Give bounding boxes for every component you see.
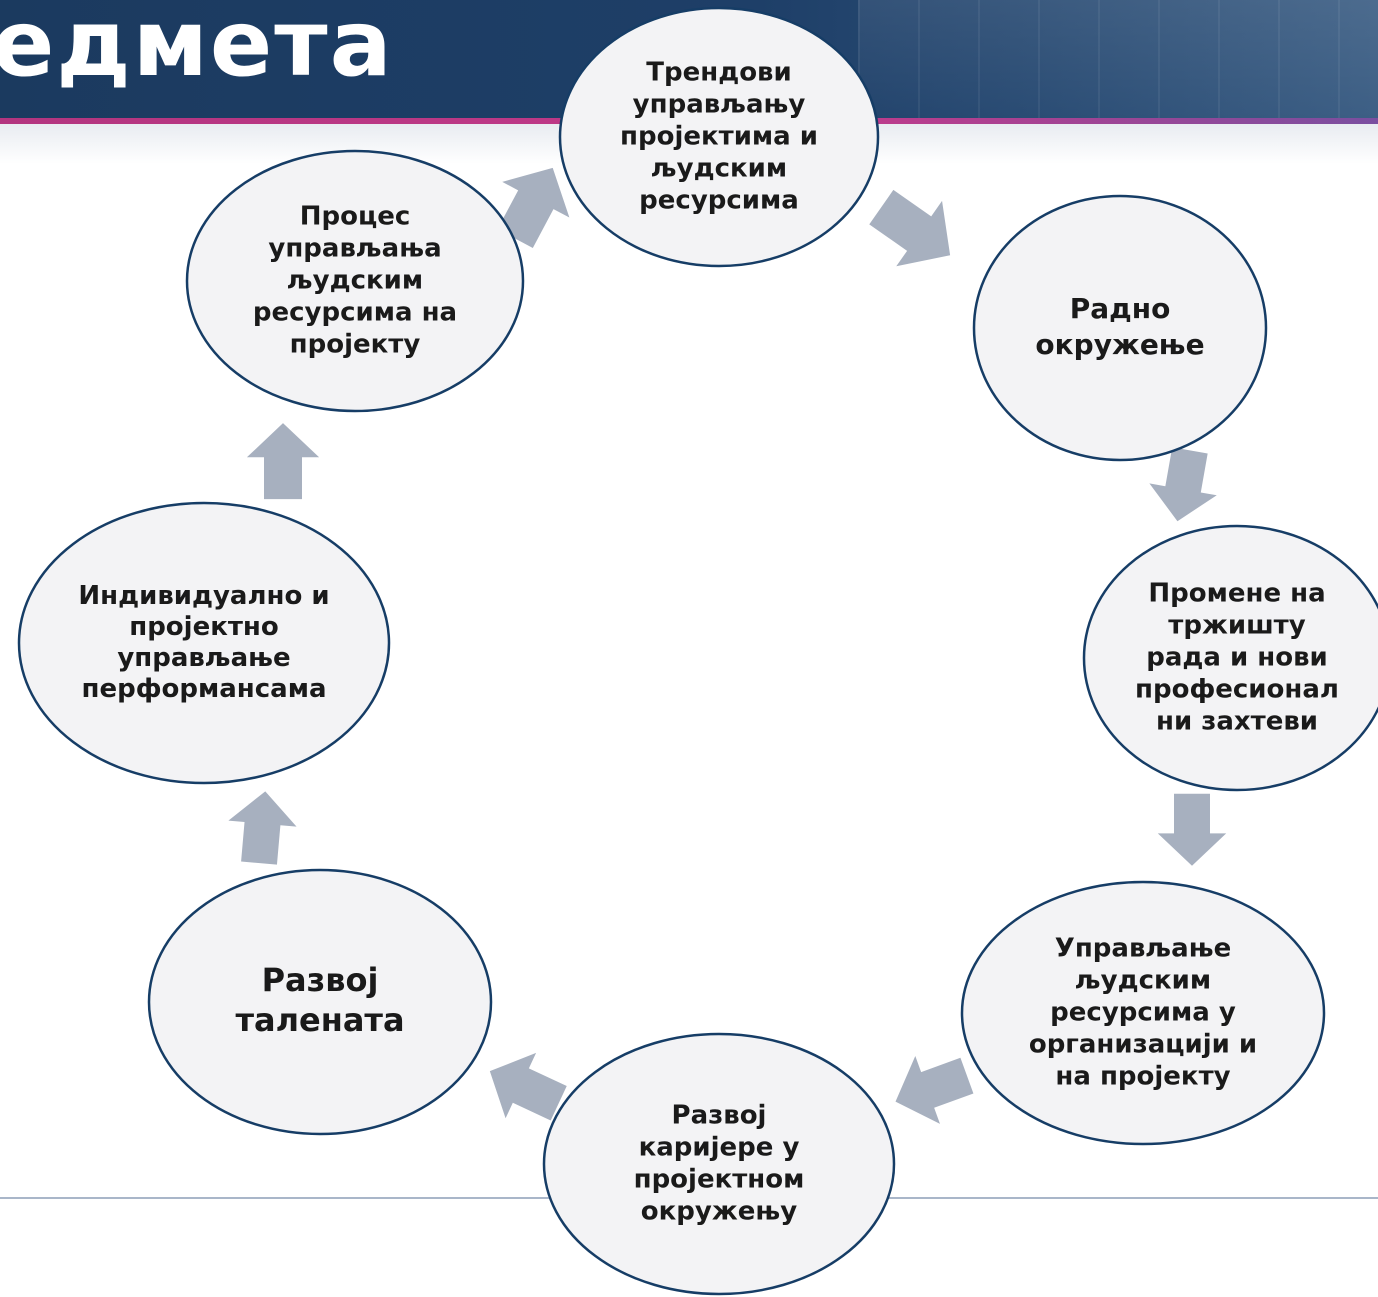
cycle-node-label-line: организацији и xyxy=(1029,1030,1257,1060)
cycle-node-label-line: управљања xyxy=(268,234,441,264)
cycle-node-label-line: људским xyxy=(651,154,787,184)
cycle-node-ellipse xyxy=(542,1032,896,1296)
cycle-node-label-line: пројектима и xyxy=(620,122,818,152)
cycle-node-label-line: каријере у xyxy=(639,1133,800,1163)
cycle-node-label-line: ни захтеви xyxy=(1156,707,1318,737)
cycle-node-label-line: људским xyxy=(1075,966,1211,996)
cycle-node-label-line: тржишту xyxy=(1168,611,1305,641)
cycle-node-ellipse xyxy=(185,149,525,413)
cycle-node-label-line: Процес xyxy=(300,202,411,232)
arrow-workenv-to-market-icon xyxy=(1149,447,1217,522)
cycle-node-label-line: ресурсима у xyxy=(1050,998,1236,1028)
cycle-node-label-line: ресурсима на xyxy=(253,298,457,328)
cycle-node-label-line: управљање xyxy=(117,643,290,673)
header-building-texture xyxy=(858,0,1378,120)
cycle-node-label-line: перформансама xyxy=(82,674,327,704)
arrow-market-to-hrm-icon xyxy=(1157,793,1227,866)
cycle-node-label-line: талената xyxy=(235,1001,404,1039)
arrow-process-to-trends-icon xyxy=(497,167,570,248)
cycle-node-ellipse xyxy=(972,194,1268,462)
cycle-node-label-line: Радно xyxy=(1070,292,1171,325)
cycle-node-label-line: окружење xyxy=(1035,328,1204,361)
cycle-node-label-line: пројектном xyxy=(634,1165,805,1195)
cycle-node-label-line: људским xyxy=(287,266,423,296)
cycle-node-label-line: на пројекту xyxy=(1055,1062,1230,1092)
cycle-node-label-line: управљању xyxy=(633,90,806,120)
cycle-node-label-line: Развој xyxy=(262,961,379,999)
cycle-node-label-line: Управљање xyxy=(1055,934,1231,964)
cycle-node-label-line: пројекту xyxy=(290,330,421,360)
cycle-node-label-line: Промене на xyxy=(1148,579,1325,609)
arrow-trends-to-workenv-icon xyxy=(869,189,951,267)
cycle-node-ellipse xyxy=(1082,524,1378,792)
cycle-node-label-line: пројектно xyxy=(129,612,279,642)
cycle-node-performance: Индивидуално ипројектноуправљањеперформа… xyxy=(17,501,391,785)
cycle-node-label-line: ресурсима xyxy=(639,186,799,216)
arrow-talent-to-performance-icon xyxy=(228,791,297,865)
cycle-node-ellipse xyxy=(147,868,493,1136)
cycle-node-label-line: Развој xyxy=(672,1101,767,1131)
cycle-node-label-line: окружењу xyxy=(641,1197,797,1227)
cycle-node-label-line: рада и нови xyxy=(1146,643,1328,673)
cycle-node-label-line: Трендови xyxy=(646,58,791,88)
cycle-node-ellipse xyxy=(17,501,391,785)
arrow-hrm-to-career-icon xyxy=(895,1056,974,1124)
arrow-performance-to-process-icon xyxy=(246,423,320,500)
arrow-career-to-talent-icon xyxy=(489,1052,567,1121)
cycle-node-ellipse xyxy=(558,6,880,268)
cycle-node-label-line: професионал xyxy=(1135,675,1339,705)
cycle-node-ellipse xyxy=(960,880,1326,1146)
page-title: едмета xyxy=(0,0,394,97)
cycle-node-label-line: Индивидуално и xyxy=(78,581,329,611)
